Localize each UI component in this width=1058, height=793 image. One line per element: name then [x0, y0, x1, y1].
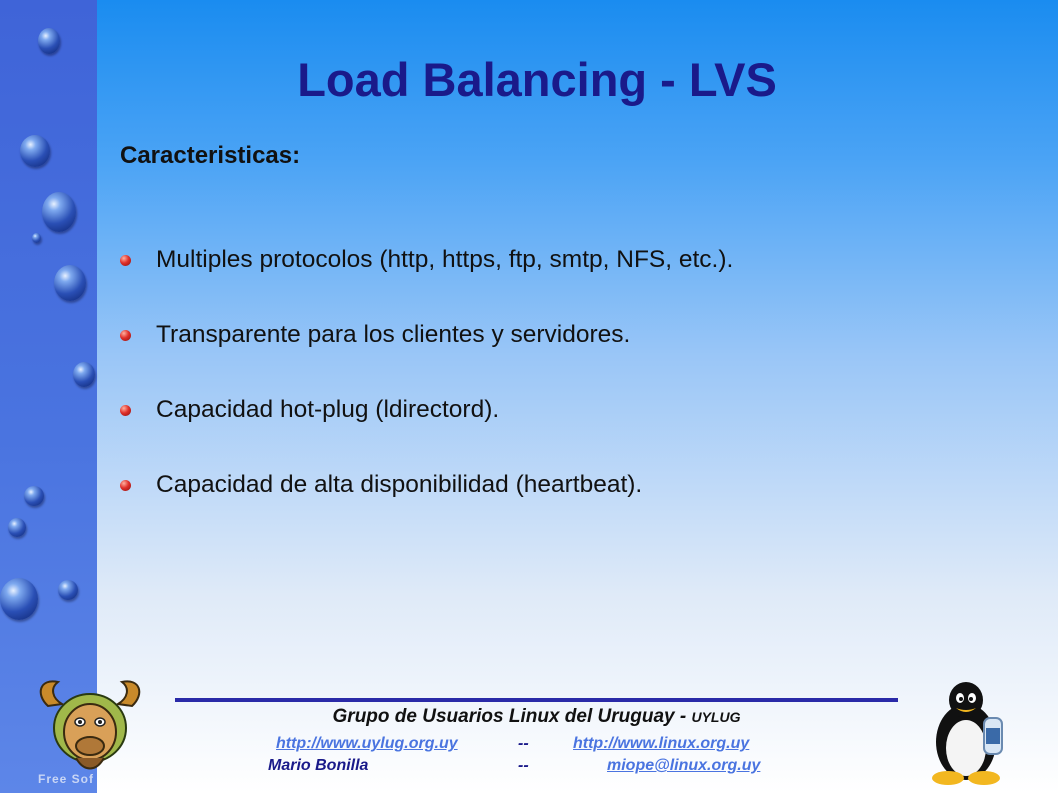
bubble-decoration — [54, 265, 86, 301]
bubble-decoration — [42, 192, 76, 232]
list-item: Capacidad de alta disponibilidad (heartb… — [120, 468, 733, 543]
section-subtitle: Caracteristicas: — [120, 142, 301, 169]
footer-separator: -- — [518, 735, 529, 752]
bubble-decoration — [0, 578, 38, 620]
list-item-text: Transparente para los clientes y servido… — [156, 321, 631, 348]
bullet-icon — [120, 255, 131, 266]
slide-title: Load Balancing - LVS — [297, 53, 777, 106]
list-item-text: Multiples protocolos (http, https, ftp, … — [156, 246, 734, 273]
footer-group-name: Grupo de Usuarios Linux del Uruguay - UY… — [175, 706, 898, 728]
bubble-decoration — [24, 486, 44, 506]
list-item: Capacidad hot-plug (ldirectord). — [120, 393, 733, 468]
footer-author: Mario Bonilla — [268, 757, 369, 774]
linux-uruguay-website-link[interactable]: http://www.linux.org.uy — [573, 735, 750, 752]
uylug-website-link[interactable]: http://www.uylug.org.uy — [276, 735, 458, 752]
author-email-link[interactable]: miope@linux.org.uy — [607, 757, 761, 774]
list-item: Multiples protocolos (http, https, ftp, … — [120, 243, 733, 318]
left-sidebar-band — [0, 0, 97, 793]
bubble-decoration — [38, 28, 60, 54]
tux-logo-icon — [932, 682, 1003, 785]
list-item: Transparente para los clientes y servido… — [120, 318, 733, 393]
footer-divider — [175, 698, 898, 702]
bullet-icon — [120, 480, 131, 491]
gnu-logo-icon — [39, 680, 141, 770]
gnu-logo-caption: Free Sof — [38, 772, 95, 786]
bubble-decoration — [32, 233, 41, 243]
footer-separator: -- — [518, 757, 529, 774]
bubble-decoration — [20, 135, 50, 167]
feature-list: Multiples protocolos (http, https, ftp, … — [120, 243, 733, 543]
bubble-decoration — [58, 580, 78, 600]
footer-group-text: Grupo de Usuarios Linux del Uruguay - — [332, 706, 692, 727]
bullet-icon — [120, 405, 131, 416]
bullet-icon — [120, 330, 131, 341]
list-item-text: Capacidad de alta disponibilidad (heartb… — [156, 471, 643, 498]
list-item-text: Capacidad hot-plug (ldirectord). — [156, 396, 500, 423]
footer-org-acronym: UYLUG — [691, 709, 741, 725]
bubble-decoration — [73, 362, 95, 387]
bubble-decoration — [8, 518, 26, 537]
